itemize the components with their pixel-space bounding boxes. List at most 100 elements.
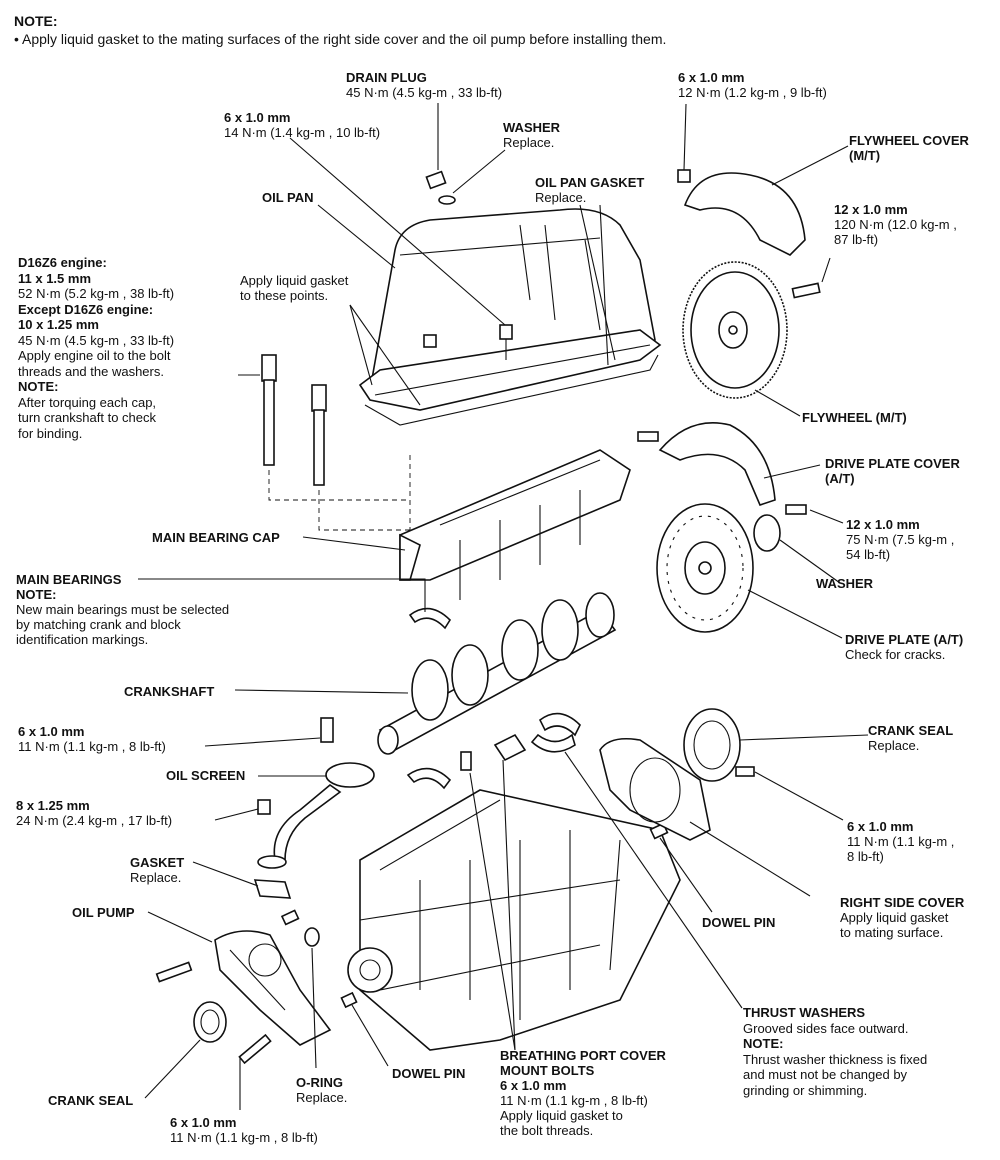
cap-bolt-note-3: for binding. [18, 425, 83, 441]
crankshaft-title: CRANKSHAFT [124, 684, 215, 699]
oil-pan-bolts [423, 324, 513, 360]
cap-bolt-except-torque: 45 N·m (4.5 kg-m , 33 lb-ft) [18, 332, 175, 348]
washer-top-title: WASHER [503, 120, 561, 135]
crank-seal-left [193, 1001, 227, 1043]
crank-seal-left-title: CRANK SEAL [48, 1093, 134, 1108]
pump-bolt-size: 6 x 1.0 mm [170, 1115, 237, 1130]
oil-screen-nut [257, 799, 271, 815]
label-crankshaft: CRANKSHAFT [124, 684, 214, 699]
cap-bolt-d16z6-size: 11 x 1.5 mm [18, 270, 91, 286]
drain-plug [425, 170, 456, 205]
drive-plate-bolt [785, 504, 807, 515]
drive-plate-cover-variant: (A/T) [825, 471, 855, 486]
main-bearings-note-title: NOTE: [16, 587, 57, 602]
label-pan-bolt: 6 x 1.0 mm 14 N·m (1.4 kg-m , 10 lb-ft) [224, 110, 380, 140]
screen-bolt-size: 6 x 1.0 mm [18, 724, 85, 739]
drive-plate-washer [753, 514, 781, 552]
label-drive-plate-bolt: 12 x 1.0 mm 75 N·m (7.5 kg-m , 54 lb-ft) [846, 517, 954, 562]
cap-bolt-note-2: turn crankshaft to check [18, 410, 157, 425]
drive-plate [656, 503, 754, 633]
label-oil-pan: OIL PAN [262, 190, 314, 205]
cap-bolt-note-1: After torquing each cap, [18, 394, 157, 410]
drive-plate-bolt-size: 12 x 1.0 mm [846, 517, 920, 532]
top-note-text: • Apply liquid gasket to the mating surf… [14, 31, 667, 47]
crank-seal-right-title: CRANK SEAL [868, 723, 954, 738]
cover-bolt-torque: 11 N·m (1.1 kg-m , [847, 834, 955, 849]
flywheel-cover-variant: (M/T) [849, 148, 881, 163]
label-dowel-pin-bottom: DOWEL PIN [392, 1066, 465, 1081]
screen-nut-size: 8 x 1.25 mm [16, 798, 90, 813]
leader-lines [138, 103, 869, 1110]
thrust-washers-note-title: NOTE: [743, 1036, 784, 1051]
right-side-cover-note-1: Apply liquid gasket [840, 910, 949, 925]
label-drive-plate-cover: DRIVE PLATE COVER (A/T) [825, 456, 960, 486]
label-washer-dp: WASHER [816, 576, 873, 591]
label-dowel-pin-right: DOWEL PIN [702, 915, 775, 930]
flywheel-bolt-size: 12 x 1.0 mm [834, 202, 908, 217]
label-flywheel: FLYWHEEL (M/T) [802, 410, 907, 425]
cap-bolt-note-title: NOTE: [18, 379, 59, 394]
cap-bolt-oil-note: Apply engine oil to the bolt [18, 348, 171, 363]
flywheel-title: FLYWHEEL (M/T) [802, 410, 907, 425]
label-o-ring: O-RING Replace. [296, 1075, 347, 1105]
oil-pan [358, 208, 662, 411]
label-crank-seal-right: CRANK SEAL Replace. [868, 723, 953, 753]
o-ring-title: O-RING [296, 1075, 343, 1090]
dowel-pin-bottom-title: DOWEL PIN [392, 1066, 466, 1081]
o-ring-note: Replace. [296, 1090, 348, 1105]
oil-screen-title: OIL SCREEN [166, 768, 246, 783]
breathing-port-title: BREATHING PORT COVER [500, 1048, 666, 1063]
main-bearings-note-2: by matching crank and block [16, 617, 181, 632]
cover-bolt-torque-cont: 8 lb-ft) [847, 849, 884, 864]
crank-seal-right [683, 708, 741, 782]
pan-bolt-torque: 14 N·m (1.4 kg-m , 10 lb-ft) [224, 125, 381, 140]
thrust-washers-note-1: Thrust washer thickness is fixed [743, 1051, 928, 1067]
screen-bolt-torque: 11 N·m (1.1 kg-m , 8 lb-ft) [18, 739, 166, 754]
drive-plate-cover [658, 422, 776, 506]
engine-block [347, 789, 681, 1051]
flywheel-cover-title: FLYWHEEL COVER [849, 133, 969, 148]
breathing-port-cover [493, 733, 527, 762]
label-cap-bolt: D16Z6 engine: 11 x 1.5 mm 52 N·m (5.2 kg… [18, 255, 174, 441]
label-pump-bolt: 6 x 1.0 mm 11 N·m (1.1 kg-m , 8 lb-ft) [170, 1115, 318, 1145]
oil-pump [214, 930, 332, 1046]
label-main-bearing-cap: MAIN BEARING CAP [152, 530, 280, 545]
main-bearings-title: MAIN BEARINGS [16, 572, 122, 587]
drive-plate-bolt-torque: 75 N·m (7.5 kg-m , [846, 532, 955, 547]
drive-plate-note: Check for cracks. [845, 647, 946, 662]
cover-bolt-size: 6 x 1.0 mm [847, 819, 914, 834]
top-note-title: NOTE: [14, 13, 58, 29]
thrust-washers-note: Grooved sides face outward. [743, 1020, 909, 1036]
breathing-port-note-2: the bolt threads. [500, 1123, 594, 1138]
main-bearing-upper [408, 607, 452, 630]
drain-plug-spec: 45 N·m (4.5 kg-m , 33 lb-ft) [346, 85, 503, 100]
cap-bolt-except-size: 10 x 1.25 mm [18, 317, 99, 332]
breathing-port-size: 6 x 1.0 mm [500, 1078, 567, 1093]
drain-plug-title: DRAIN PLUG [346, 70, 427, 85]
apply-gasket-line1: Apply liquid gasket [240, 273, 349, 288]
thrust-washers-title: THRUST WASHERS [743, 1005, 866, 1020]
flywheel-cover [683, 172, 806, 256]
thrust-washer-lower [530, 733, 576, 753]
label-screen-bolt: 6 x 1.0 mm 11 N·m (1.1 kg-m , 8 lb-ft) [18, 724, 166, 754]
right-side-cover-bolt [735, 766, 755, 777]
label-gasket: GASKET Replace. [130, 855, 184, 885]
dowel-pin-bottom [340, 991, 358, 1009]
label-oil-pan-gasket: OIL PAN GASKET Replace. [535, 175, 644, 205]
breathing-port-bolt [460, 751, 472, 771]
oil-pan-gasket-title: OIL PAN GASKET [535, 175, 645, 190]
main-bearing-cap [399, 449, 631, 600]
oil-screen [257, 762, 375, 869]
washer-dp-title: WASHER [816, 576, 874, 591]
right-side-cover-title: RIGHT SIDE COVER [840, 895, 965, 910]
label-oil-screen: OIL SCREEN [166, 768, 245, 783]
flywheel-cover-bolt-torque: 12 N·m (1.2 kg-m , 9 lb-ft) [678, 85, 827, 100]
label-cover-bolt: 6 x 1.0 mm 11 N·m (1.1 kg-m , 8 lb-ft) [847, 819, 954, 864]
drive-plate-bolt-torque-cont: 54 lb-ft) [846, 547, 891, 562]
label-screen-nut: 8 x 1.25 mm 24 N·m (2.4 kg-m , 17 lb-ft) [16, 798, 172, 828]
flywheel-bolt-torque-cont: 87 lb-ft) [834, 232, 879, 247]
oil-pan-gasket-note: Replace. [535, 190, 587, 205]
dowel-pin-right-title: DOWEL PIN [702, 915, 776, 930]
thrust-washers-note-2: and must not be changed by [743, 1067, 908, 1082]
